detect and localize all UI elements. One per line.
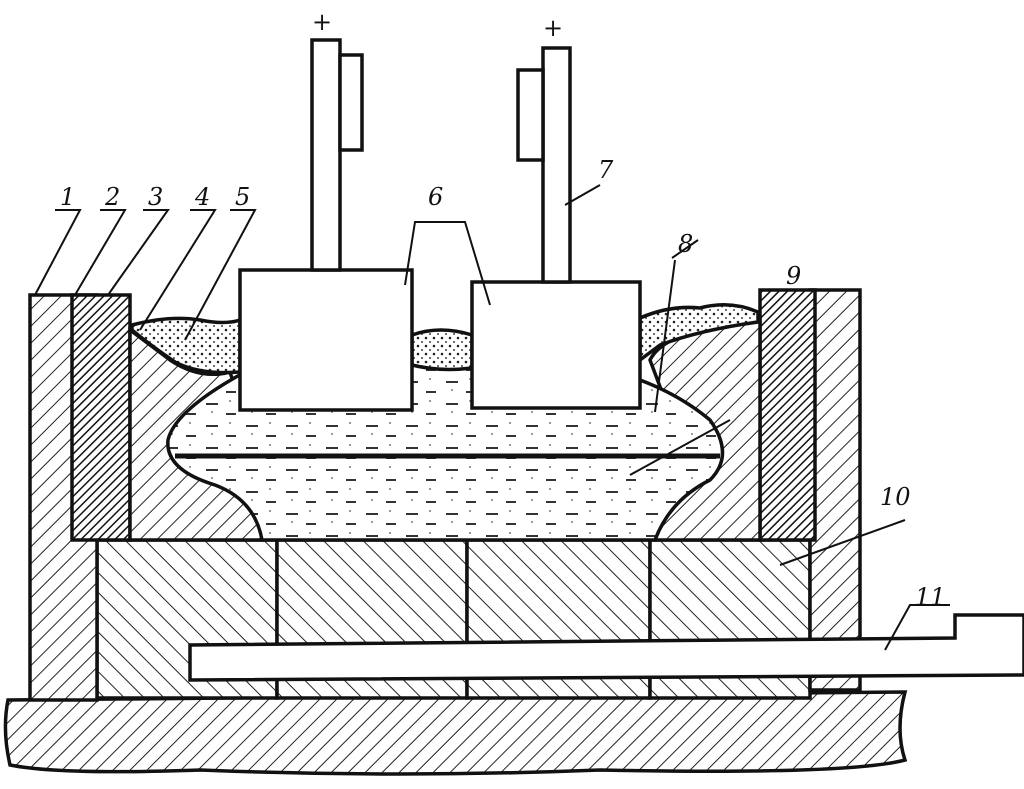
crust-middle xyxy=(410,328,474,372)
label-5: 5 xyxy=(235,183,250,211)
label-1: 1 xyxy=(60,183,75,211)
label-10: 10 xyxy=(880,483,911,511)
label-3: 3 xyxy=(148,183,163,211)
insulation-right xyxy=(758,288,817,542)
label-9: 9 xyxy=(786,262,801,290)
label-4: 4 xyxy=(194,183,210,211)
outer-shell-right xyxy=(808,288,862,692)
polarity-left: + xyxy=(312,8,332,36)
label-11: 11 xyxy=(915,583,946,611)
anode-right xyxy=(470,280,642,410)
insulation-left xyxy=(70,293,132,542)
clamp-left xyxy=(338,53,364,152)
collector-bar xyxy=(188,613,1024,682)
anode-rod-right xyxy=(541,46,572,284)
polarity-right: + xyxy=(543,14,563,42)
label-2: 2 xyxy=(104,183,120,211)
label-6: 6 xyxy=(428,183,443,211)
label-7: 7 xyxy=(598,156,614,184)
crust-right xyxy=(638,303,760,364)
anode-rod-left xyxy=(310,38,342,272)
clamp-right xyxy=(516,68,545,162)
anode-left xyxy=(238,268,414,412)
foundation xyxy=(3,690,908,776)
